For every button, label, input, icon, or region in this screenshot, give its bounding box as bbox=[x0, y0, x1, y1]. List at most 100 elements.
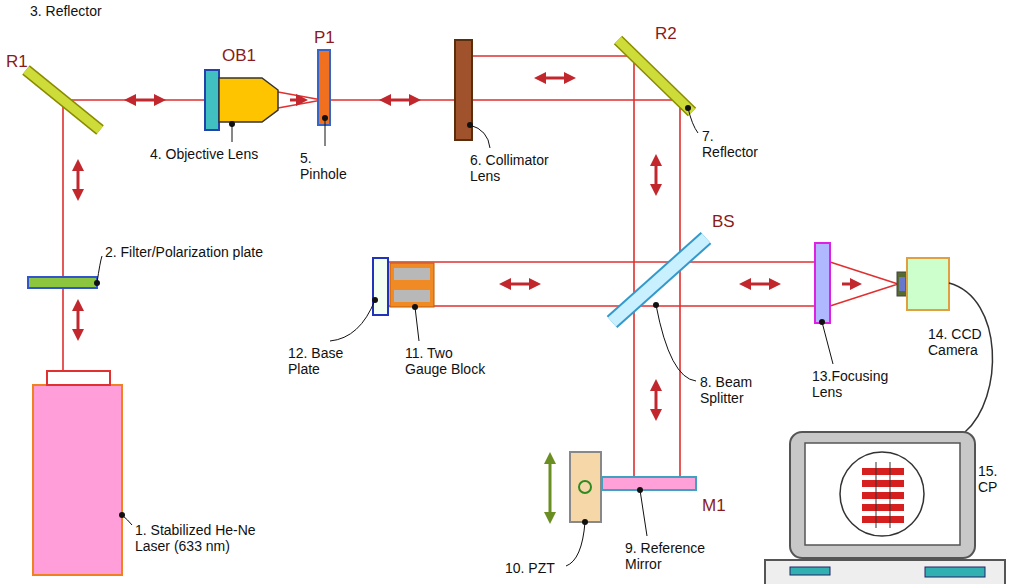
reflector-mirror bbox=[618, 40, 692, 112]
filter-plate bbox=[28, 277, 97, 288]
laser-aperture bbox=[47, 371, 110, 385]
fringe bbox=[862, 468, 904, 475]
propagation-arrow bbox=[540, 77, 570, 80]
pzt-actuator bbox=[579, 481, 591, 493]
part-label: 10. PZT bbox=[505, 560, 555, 576]
part-label: 6. Collimator Lens bbox=[470, 152, 565, 184]
part-label: 5. Pinhole bbox=[300, 150, 360, 182]
laser-beam bbox=[389, 305, 815, 307]
leader-lines bbox=[97, 108, 833, 566]
beam-direction-arrow bbox=[290, 99, 302, 102]
leader-line bbox=[97, 256, 102, 283]
reference-mirror bbox=[602, 477, 696, 490]
laser-body bbox=[33, 385, 122, 575]
pzt-motion-arrow bbox=[549, 458, 552, 518]
fringe bbox=[862, 504, 904, 511]
focus-cone bbox=[278, 92, 322, 108]
leader-line bbox=[325, 118, 326, 146]
laser-beam bbox=[63, 100, 205, 370]
leader-line bbox=[566, 522, 585, 566]
camera-sensor bbox=[897, 272, 907, 296]
part-label: 11. Two Gauge Block bbox=[405, 345, 493, 377]
leader-dot bbox=[467, 122, 473, 128]
leader-dot bbox=[819, 319, 825, 325]
part-label: 1. Stabilized He-Ne Laser (633 nm) bbox=[135, 522, 280, 554]
leader-line bbox=[415, 307, 419, 341]
part-label: 8. Beam Splitter bbox=[700, 374, 770, 406]
leader-dot bbox=[412, 304, 418, 310]
laser-beam bbox=[389, 261, 815, 263]
leader-line bbox=[688, 108, 698, 133]
computer-button bbox=[790, 567, 830, 575]
leader-line bbox=[640, 490, 647, 536]
propagation-arrow bbox=[745, 283, 775, 286]
part-label: 9. Reference Mirror bbox=[625, 540, 715, 572]
ccd-camera bbox=[907, 258, 949, 310]
propagation-arrow bbox=[130, 99, 160, 102]
base-plate bbox=[373, 258, 388, 315]
leader-dot bbox=[119, 512, 125, 518]
part-label: 13.Focusing Lens bbox=[812, 368, 897, 400]
computer-monitor bbox=[790, 432, 975, 558]
part-label: 14. CCD Camera bbox=[928, 326, 1000, 358]
gauge-block-pair bbox=[390, 263, 434, 307]
leader-dots bbox=[94, 105, 825, 525]
leader-line bbox=[470, 125, 490, 148]
fringe-border bbox=[890, 462, 891, 528]
component-tag: BS bbox=[712, 212, 735, 232]
laser-beam bbox=[472, 56, 634, 477]
reflector-mirror bbox=[26, 70, 100, 130]
part-label: 15. CP bbox=[978, 463, 1006, 495]
leader-dot bbox=[229, 121, 235, 127]
leader-dot bbox=[322, 115, 328, 121]
computer-button bbox=[925, 567, 985, 577]
fringe bbox=[862, 516, 904, 523]
objective-lens bbox=[219, 78, 278, 122]
propagation-arrow bbox=[655, 385, 658, 415]
collimator-lens bbox=[455, 40, 472, 140]
objective-mount bbox=[205, 70, 219, 130]
propagation-arrow bbox=[77, 305, 80, 335]
leader-dot bbox=[372, 297, 378, 303]
propagation-arrows bbox=[78, 78, 775, 415]
propagation-arrow bbox=[655, 160, 658, 190]
part-label: 4. Objective Lens bbox=[150, 146, 258, 162]
monitor-screen bbox=[805, 443, 960, 545]
focus-cone bbox=[830, 262, 898, 306]
beam-splitter bbox=[612, 238, 706, 322]
propagation-arrow bbox=[77, 165, 80, 195]
leader-line bbox=[656, 305, 696, 381]
laser-beam bbox=[330, 99, 455, 101]
part-label: 2. Filter/Polarization plate bbox=[105, 244, 270, 260]
fringe bbox=[862, 492, 904, 499]
pinhole bbox=[318, 50, 330, 125]
leader-dot bbox=[637, 487, 643, 493]
component-tag: M1 bbox=[702, 496, 726, 516]
part-label: 3. Reflector bbox=[30, 3, 102, 19]
reflector-mirror bbox=[26, 70, 100, 130]
focusing-lens bbox=[815, 243, 830, 323]
component-tag: OB1 bbox=[222, 46, 256, 66]
component-tag: R2 bbox=[655, 24, 677, 44]
leader-dot bbox=[94, 280, 100, 286]
propagation-arrow bbox=[385, 99, 415, 102]
beam-direction-arrow bbox=[842, 283, 856, 286]
fringe bbox=[862, 480, 904, 487]
leader-line bbox=[330, 300, 375, 341]
laser-beam bbox=[63, 56, 898, 477]
reflector-mirror bbox=[618, 40, 692, 112]
leader-dot bbox=[653, 302, 659, 308]
gauge-block bbox=[394, 268, 430, 280]
beam-splitter bbox=[612, 238, 706, 322]
component-tag: R1 bbox=[6, 52, 28, 72]
interference-fringes bbox=[862, 462, 904, 528]
leader-line bbox=[822, 322, 833, 364]
part-label: 7. Reflector bbox=[702, 128, 772, 160]
leader-dot bbox=[582, 519, 588, 525]
part-label: 12. Base Plate bbox=[288, 345, 358, 377]
computer-base bbox=[765, 560, 1005, 584]
camera-sensor bbox=[899, 277, 905, 291]
